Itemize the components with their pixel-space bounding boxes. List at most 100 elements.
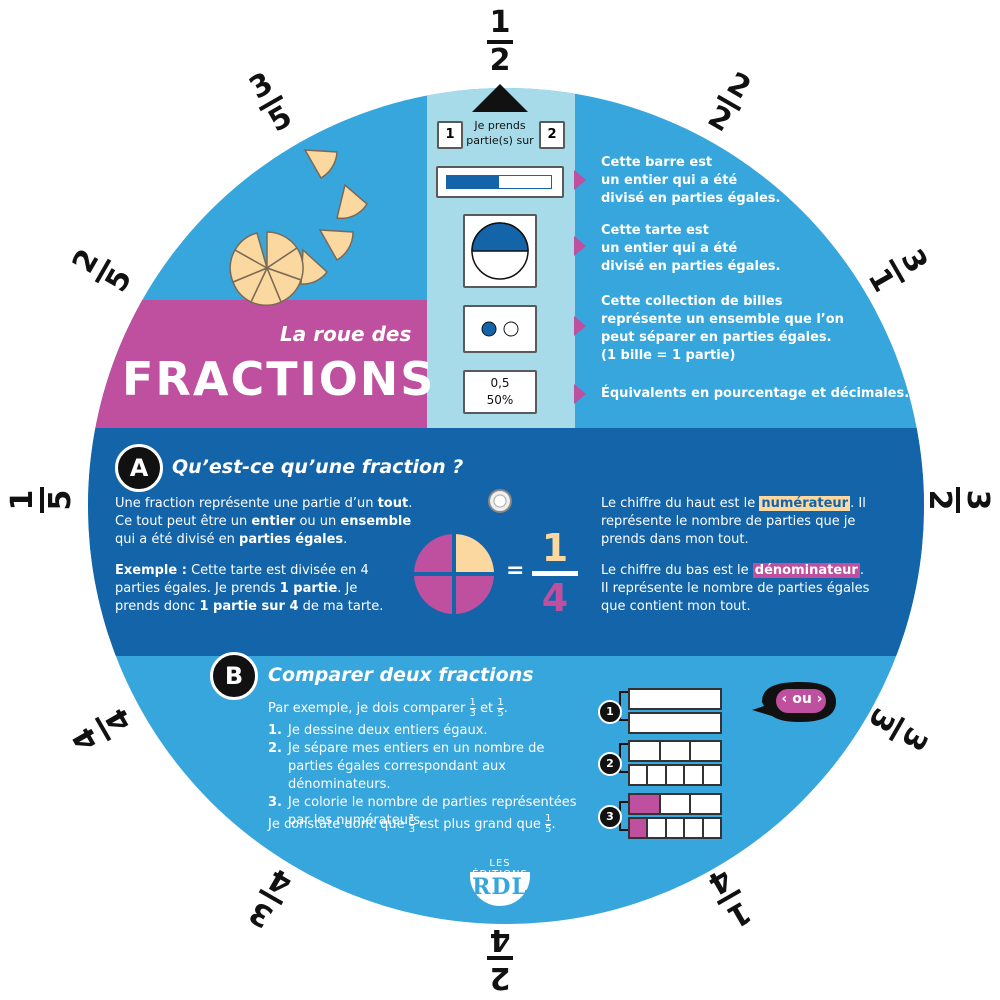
step-text: Je colorie le nombre de parties représen… bbox=[288, 795, 577, 828]
text: ou un bbox=[295, 514, 341, 529]
marbles-window bbox=[463, 305, 537, 353]
step-dot-3: 3 bbox=[598, 805, 622, 829]
step-text: Je dessine deux entiers égaux. bbox=[288, 723, 488, 738]
equals-sign: = bbox=[506, 558, 525, 583]
section-a-example: Exemple : Cette tarte est divisée en 4 p… bbox=[115, 562, 405, 616]
whole-bar-bottom-1 bbox=[628, 712, 722, 734]
title-band bbox=[88, 300, 428, 428]
step-1: 1. Je dessine deux entiers égaux. bbox=[268, 722, 588, 740]
text-bold: 1 partie sur 4 bbox=[199, 599, 299, 614]
whole-bar-top-1 bbox=[628, 688, 722, 710]
bar-segment bbox=[661, 742, 692, 760]
text: . bbox=[343, 532, 348, 547]
text: de ma tarte. bbox=[298, 599, 384, 614]
bar-segment bbox=[630, 766, 649, 784]
badge-a: A bbox=[115, 444, 163, 492]
fifths-bar-3 bbox=[628, 817, 722, 839]
fraction-denominator: 4 bbox=[541, 576, 569, 620]
text: . Il représente le nombre de parties éga… bbox=[601, 563, 870, 614]
desc-bar: Cette barre est un entier qui a été divi… bbox=[601, 155, 781, 206]
denominator-highlight: dénominateur bbox=[752, 563, 860, 578]
inline-num: 1 bbox=[408, 813, 416, 825]
bar-segment bbox=[630, 690, 720, 708]
text: Cette tarte est divisée en 4 parties éga… bbox=[115, 563, 369, 596]
bar-segment bbox=[704, 819, 720, 837]
bar-segment bbox=[648, 766, 667, 784]
text-bold: 1 partie bbox=[279, 581, 338, 596]
text: . bbox=[551, 817, 556, 832]
bar-segment bbox=[685, 819, 704, 837]
pie-slices-illustration bbox=[229, 149, 368, 306]
section-b-steps: 1.Je dessine deux entiers égaux. 2.Je sé… bbox=[268, 722, 588, 830]
outer-denominator: 2 bbox=[489, 43, 511, 78]
inline-den: 3 bbox=[408, 824, 416, 835]
text: . Ce tout peut être un bbox=[115, 496, 413, 529]
quarter-pie-icon bbox=[414, 534, 494, 614]
section-a-paragraph-1: Une fraction représente une partie d’un … bbox=[115, 495, 415, 549]
text-bold: parties égales bbox=[239, 532, 344, 547]
text: . bbox=[503, 701, 508, 716]
outer-denominator: 2 bbox=[922, 489, 957, 511]
desc-pie: Cette tarte est un entier qui a été divi… bbox=[601, 223, 781, 274]
fraction-bar bbox=[532, 571, 578, 576]
bar-segment bbox=[648, 819, 667, 837]
bar-fill bbox=[447, 176, 499, 188]
text-bold: Exemple : bbox=[115, 563, 187, 578]
pointer-arrow-icon bbox=[472, 84, 528, 112]
outer-fraction-bar bbox=[487, 40, 513, 44]
text: et bbox=[480, 701, 494, 716]
bar-segment bbox=[630, 714, 720, 732]
text-bold: entier bbox=[251, 514, 296, 529]
text: . Il représente le nombre de parties que… bbox=[601, 496, 866, 547]
step-3: 3. Je colorie le nombre de parties représ… bbox=[268, 794, 588, 830]
step-text: Je sépare mes entiers en un nombre de pa… bbox=[288, 741, 545, 792]
inline-den: 5 bbox=[497, 708, 504, 719]
text: Par exemple, je dois comparer bbox=[268, 701, 466, 716]
text-bold: tout bbox=[377, 496, 409, 511]
title-big: FRACTIONS bbox=[122, 352, 436, 406]
bar-segment bbox=[667, 819, 686, 837]
fifths-bar-2 bbox=[628, 764, 722, 786]
numerator-window: 1 bbox=[437, 121, 463, 149]
bar-segment bbox=[630, 742, 661, 760]
text: . Je prends donc bbox=[115, 581, 358, 614]
bar-segment bbox=[661, 795, 692, 813]
equiv-window: 0,5 50% bbox=[463, 370, 537, 414]
bar-segment bbox=[685, 766, 704, 784]
step-number: 3. bbox=[268, 795, 282, 810]
outer-denominator: 4 bbox=[489, 922, 511, 957]
outer-numerator: 1 bbox=[5, 489, 40, 511]
bar-segment-filled bbox=[630, 795, 661, 813]
equiv-percent: 50% bbox=[486, 393, 514, 407]
section-a-band bbox=[88, 428, 924, 656]
prends-label: Je prends partie(s) sur bbox=[466, 119, 534, 147]
desc-marbles: Cette collection de billes représente un… bbox=[601, 294, 844, 363]
inline-num: 1 bbox=[469, 697, 476, 709]
thirds-bar-2 bbox=[628, 740, 722, 762]
ou-speech-bubble-icon bbox=[752, 682, 836, 722]
step-number: 1. bbox=[268, 723, 282, 738]
text: Le chiffre du bas est le bbox=[601, 563, 753, 578]
ou-text: ou bbox=[792, 691, 812, 707]
bar-segment bbox=[691, 795, 720, 813]
ou-label: ‹ ou › bbox=[781, 691, 823, 707]
equiv-decimal: 0,5 bbox=[490, 376, 510, 390]
bar-window bbox=[436, 166, 564, 198]
outer-denominator: 5 bbox=[43, 489, 78, 511]
bar-segment bbox=[704, 766, 720, 784]
denominator-explanation: Le chiffre du bas est le dénominateur. I… bbox=[601, 562, 871, 616]
desc-equiv: Équivalents en pourcentage et décimales. bbox=[601, 386, 910, 401]
section-b-heading: Comparer deux fractions bbox=[268, 664, 534, 686]
outer-numerator: 3 bbox=[960, 489, 995, 511]
text: Je constate donc que bbox=[268, 817, 405, 832]
section-a-heading: Qu’est-ce qu’une fraction ? bbox=[172, 456, 464, 478]
outer-numerator: 1 bbox=[489, 5, 511, 40]
inline-num: 1 bbox=[545, 813, 552, 825]
